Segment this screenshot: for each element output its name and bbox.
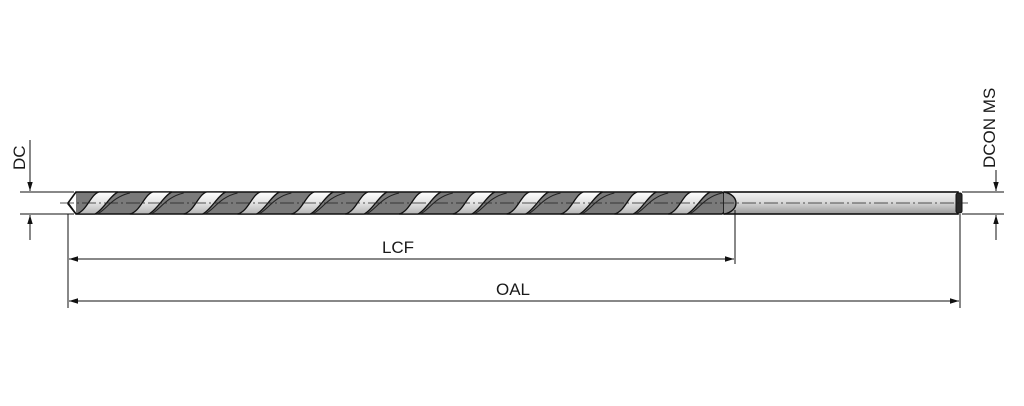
flute-groove: [635, 192, 669, 215]
dc-label: DC: [10, 145, 29, 170]
flute-groove: [96, 192, 130, 215]
lcf-dimension: LCF: [67, 210, 736, 308]
flute-groove: [312, 192, 346, 215]
flute-groove: [527, 192, 561, 215]
flute-groove: [419, 192, 453, 215]
flute-groove: [365, 192, 400, 215]
lcf-label: LCF: [382, 238, 414, 257]
flute-groove: [204, 192, 238, 215]
flute-lands: [75, 191, 723, 215]
flute-groove: [150, 192, 184, 215]
flute-groove: [581, 192, 615, 215]
oal-label: OAL: [496, 280, 530, 299]
flute-land: [560, 191, 603, 215]
flute-groove: [688, 192, 723, 215]
flute-groove: [258, 192, 292, 215]
dcon-dimension: DCON MS: [962, 88, 1004, 240]
flute-land: [344, 191, 388, 215]
flute-land: [75, 191, 119, 215]
dc-dimension: DC: [10, 140, 74, 240]
dcon-label: DCON MS: [980, 88, 999, 168]
shank-end-chamfer: [955, 192, 963, 214]
oal-dimension: OAL: [69, 214, 961, 308]
drill-body: [60, 191, 968, 215]
flute-groove: [473, 192, 507, 215]
